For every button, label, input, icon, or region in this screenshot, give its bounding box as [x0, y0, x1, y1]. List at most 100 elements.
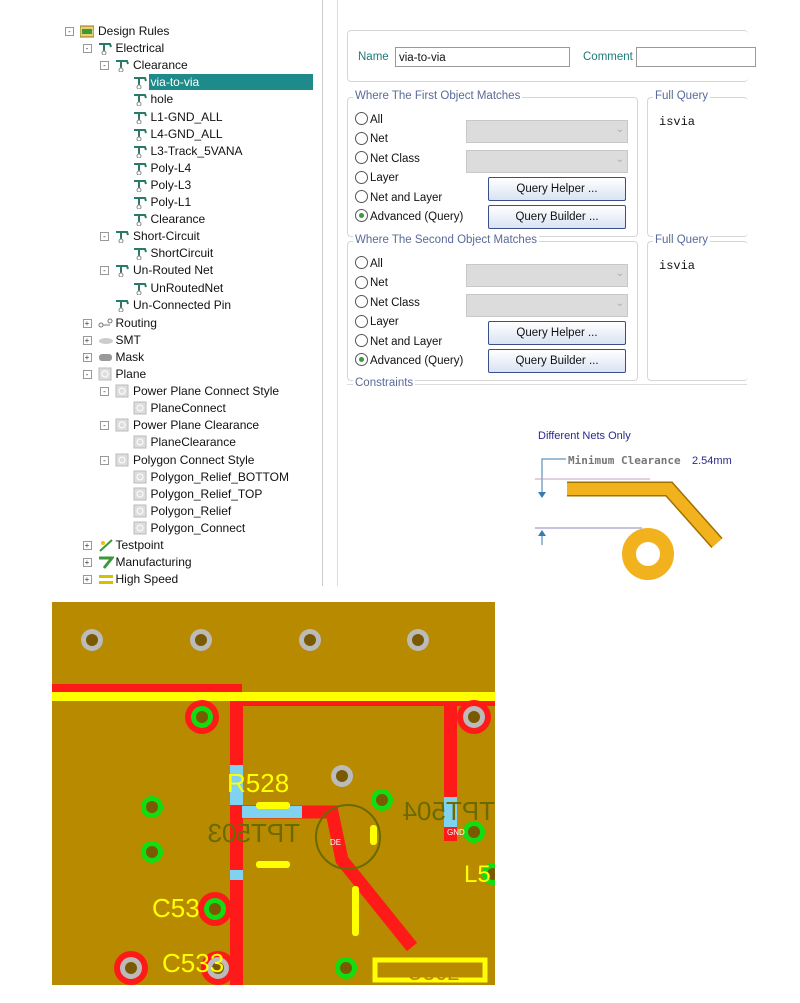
collapse-toggle[interactable]: - [82, 44, 92, 54]
radio-circle[interactable] [355, 170, 368, 184]
first-query-builder-button[interactable]: Query Builder ... [488, 205, 626, 229]
tree-item-label: UnRoutedNet [150, 280, 224, 295]
tree-item[interactable]: Clearance [60, 211, 322, 227]
first-radio-option[interactable]: Advanced (Query) [355, 209, 463, 225]
tree-item[interactable]: via-to-via [60, 74, 322, 91]
label-l5: L5 [464, 861, 491, 888]
copper-pour [52, 602, 495, 985]
second-radio-option[interactable]: Net [355, 275, 388, 291]
second-netclass-dropdown[interactable]: ⌄ [466, 294, 628, 317]
collapse-toggle[interactable]: - [100, 232, 109, 242]
name-input[interactable]: via-to-via [395, 47, 570, 67]
tree-item[interactable]: Polygon_Connect [60, 520, 322, 536]
tree-item[interactable]: -Power Plane Clearance [60, 417, 322, 433]
tree-item-label: SMT [115, 332, 141, 347]
tree-item[interactable]: Poly-L4 [60, 160, 322, 176]
expand-toggle[interactable]: + [82, 541, 92, 550]
expand-toggle[interactable]: + [82, 575, 92, 585]
comment-input[interactable] [636, 47, 756, 67]
tree-item[interactable]: -Polygon Connect Style [60, 452, 322, 468]
first-radio-option[interactable]: Net Class [355, 151, 420, 167]
tree-item[interactable]: L3-Track_5VANA [60, 143, 322, 159]
tree-item[interactable]: ShortCircuit [60, 245, 322, 261]
tree-item[interactable]: -Plane [60, 366, 322, 382]
second-radio-option[interactable]: Net Class [355, 295, 420, 311]
expand-toggle[interactable]: + [82, 318, 92, 328]
plane-icon [133, 487, 147, 501]
tree-item[interactable]: Poly-L3 [60, 177, 322, 193]
tree-item[interactable]: -Power Plane Connect Style [60, 383, 322, 399]
second-query-helper-button[interactable]: Query Helper ... [488, 321, 626, 345]
radio-label: Net Class [370, 296, 420, 309]
tree-item[interactable]: Polygon_Relief [60, 503, 322, 519]
tree-item[interactable]: +Testpoint [60, 537, 322, 553]
tree-item[interactable]: + SMT [60, 332, 322, 348]
tree-item[interactable]: -Electrical [60, 40, 322, 56]
radio-circle[interactable] [355, 353, 368, 367]
first-radio-option[interactable]: All [355, 112, 383, 128]
tree-item[interactable]: +High Speed [60, 571, 322, 587]
expand-toggle[interactable]: + [82, 335, 92, 345]
collapse-toggle[interactable]: - [100, 387, 109, 397]
plane-icon [115, 384, 129, 398]
second-radio-option[interactable]: Layer [355, 314, 399, 330]
second-query-builder-button[interactable]: Query Builder ... [488, 349, 626, 373]
collapse-toggle[interactable]: - [100, 61, 109, 71]
tree-item[interactable]: PlaneConnect [60, 400, 322, 416]
collapse-toggle[interactable]: - [65, 27, 74, 36]
first-radio-option[interactable]: Layer [355, 170, 399, 186]
collapse-toggle[interactable]: - [100, 421, 109, 431]
radio-circle[interactable] [355, 112, 368, 126]
radio-circle[interactable] [355, 295, 368, 309]
second-radio-option[interactable]: Net and Layer [355, 334, 442, 350]
min-clearance-value[interactable]: 2.54mm [692, 455, 732, 467]
radio-circle[interactable] [355, 334, 368, 348]
first-netclass-dropdown[interactable]: ⌄ [466, 150, 628, 173]
tree-item-label: Polygon_Connect [150, 520, 246, 535]
second-net-dropdown[interactable]: ⌄ [466, 264, 628, 287]
radio-circle[interactable] [355, 314, 368, 328]
tree-item[interactable]: PlaneClearance [60, 434, 322, 450]
tree-item[interactable]: -Design Rules [60, 23, 322, 39]
tree-item-label: Poly-L3 [150, 177, 192, 192]
tree-item-label: L1-GND_ALL [150, 109, 223, 124]
first-radio-option[interactable]: Net and Layer [355, 190, 442, 206]
manufacturing-icon [98, 555, 115, 570]
tree-item[interactable]: Un-Connected Pin [60, 297, 322, 313]
expand-toggle[interactable]: + [82, 558, 92, 568]
collapse-toggle[interactable]: - [100, 455, 109, 465]
tree-item-label: via-to-via [148, 74, 313, 91]
tree-item[interactable]: +Mask [60, 349, 322, 365]
tree-divider[interactable] [322, 0, 323, 586]
radio-circle[interactable] [355, 151, 368, 165]
tree-item[interactable]: -Short-Circuit [60, 228, 322, 244]
tree-item[interactable]: +Routing [60, 315, 322, 331]
grey-via [299, 629, 321, 651]
collapse-toggle[interactable]: - [82, 370, 92, 379]
radio-circle[interactable] [355, 209, 368, 223]
tree-item[interactable]: L1-GND_ALL [60, 109, 322, 125]
tree-item[interactable]: Polygon_Relief_BOTTOM [60, 469, 322, 485]
radio-circle[interactable] [355, 275, 368, 289]
tree-item[interactable]: Poly-L1 [60, 194, 322, 210]
rule-icon [133, 281, 147, 295]
first-query-helper-button[interactable]: Query Helper ... [488, 177, 626, 201]
second-radio-option[interactable]: Advanced (Query) [355, 353, 463, 369]
tree-item[interactable]: L4-GND_ALL [60, 126, 322, 142]
radio-circle[interactable] [355, 131, 368, 145]
second-radio-option[interactable]: All [355, 256, 383, 272]
tree-item[interactable]: UnRoutedNet [60, 280, 322, 296]
tree-item[interactable]: hole [60, 91, 322, 107]
pcb-view[interactable]: R528 TPT503 TPT504 C53 C533 U502 L5 GND … [52, 602, 495, 985]
collapse-toggle[interactable]: - [100, 266, 109, 276]
first-radio-option[interactable]: Net [355, 131, 388, 147]
first-net-dropdown[interactable]: ⌄ [466, 120, 628, 143]
tree-item[interactable]: -Clearance [60, 57, 322, 73]
expand-toggle[interactable]: + [82, 352, 92, 362]
radio-circle[interactable] [355, 256, 368, 270]
radio-circle[interactable] [355, 190, 368, 204]
tree-item[interactable]: Polygon_Relief_TOP [60, 486, 322, 502]
tree-item[interactable]: -Un-Routed Net [60, 262, 322, 278]
tree-item[interactable]: +Manufacturing [60, 554, 322, 570]
